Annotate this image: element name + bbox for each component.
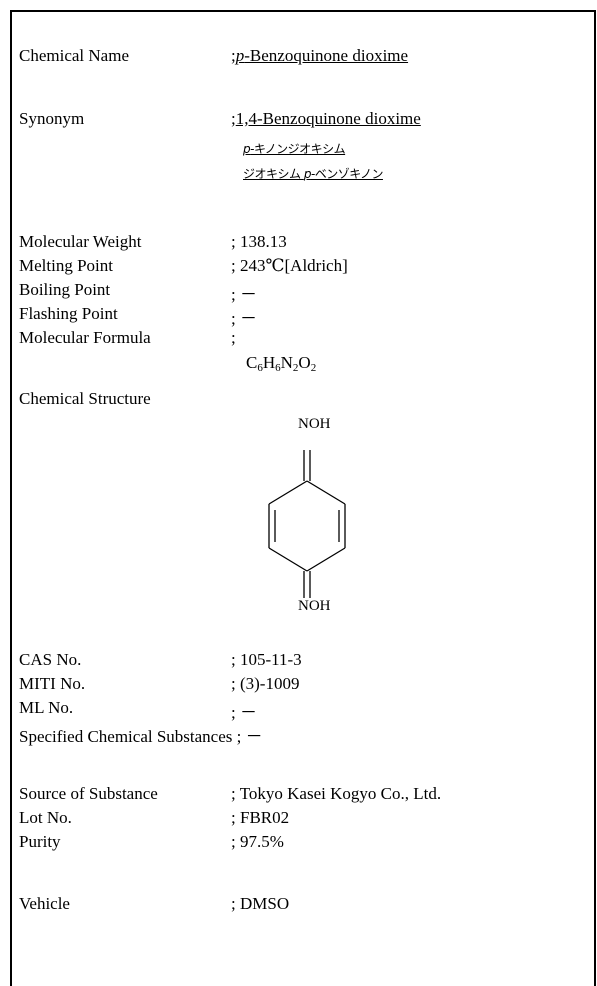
synonym-line-3-text: -ベンゾキノン <box>310 167 384 181</box>
chemical-name-label: Chemical Name <box>19 46 129 65</box>
cas-no-label: CAS No. <box>19 650 82 669</box>
formula-o: O <box>298 353 311 372</box>
flashing-point-separator: ; <box>231 309 236 328</box>
molecular-formula-separator: ; <box>231 328 236 347</box>
synonym-line-3-start: ジオキシム <box>243 167 304 181</box>
flashing-point-value: ; － <box>231 304 257 329</box>
formula-o-count: 2 <box>310 362 317 374</box>
lot-no-value: ; FBR02 <box>231 808 289 828</box>
boiling-point-separator: ; <box>231 285 236 304</box>
lot-no-label: Lot No. <box>19 808 72 827</box>
molecular-weight-label: Molecular Weight <box>19 232 142 251</box>
synonym-line-3-prefix: p <box>303 167 312 181</box>
melting-point-value: ; 243℃[Aldrich] <box>231 256 348 276</box>
chemical-name-value: ;p-Benzoquinone dioxime <box>231 46 408 66</box>
melting-point-separator: ; <box>231 256 236 275</box>
vehicle-separator: ; <box>231 894 236 913</box>
lot-no-text: FBR02 <box>239 808 290 827</box>
chemical-name-text: -Benzoquinone dioxime <box>244 46 409 65</box>
purity-separator: ; <box>231 832 236 851</box>
purity-text: 97.5% <box>239 832 284 851</box>
vehicle-label: Vehicle <box>19 894 70 913</box>
source-separator: ; <box>231 784 236 803</box>
specified-substances-row: Specified Chemical Substances ; － <box>19 722 263 747</box>
source-text: Tokyo Kasei Kogyo Co., Ltd. <box>239 784 442 803</box>
cas-no-value: ; 105-11-3 <box>231 650 302 670</box>
ring-bond-lower-left <box>268 547 308 572</box>
cas-no-text: 105-11-3 <box>239 650 302 669</box>
ml-no-text: － <box>239 703 257 722</box>
chemical-structure-diagram <box>268 450 346 598</box>
synonym-label: Synonym <box>19 109 85 128</box>
structure-top-group: NOH <box>298 416 331 432</box>
vehicle-value: ; DMSO <box>231 894 289 914</box>
lot-no-separator: ; <box>231 808 236 827</box>
formula-n: N <box>280 353 293 372</box>
molecular-weight-value: ; 138.13 <box>231 232 287 252</box>
synonym-line-2-prefix: p <box>243 142 251 156</box>
melting-point-text: 243℃[Aldrich] <box>239 256 348 275</box>
miti-no-value: ; (3)-1009 <box>231 674 299 694</box>
structure-bottom-group: NOH <box>298 598 331 614</box>
boiling-point-label: Boiling Point <box>19 280 111 299</box>
ml-no-label: ML No. <box>19 698 74 717</box>
ring-bond-upper-left <box>268 480 308 505</box>
purity-value: ; 97.5% <box>231 832 284 852</box>
ml-no-value: ; － <box>231 698 257 723</box>
ml-no-separator: ; <box>231 703 236 722</box>
specified-substances-separator: ; <box>236 727 242 746</box>
flashing-point-label: Flashing Point <box>19 304 118 323</box>
boiling-point-value: ; － <box>231 280 257 305</box>
flashing-point-text: － <box>239 309 257 328</box>
synonym-line-2-text: -キノンジオキシム <box>250 142 346 156</box>
specified-substances-value: － <box>245 727 263 746</box>
purity-label: Purity <box>19 832 61 851</box>
molecular-weight-separator: ; <box>231 232 236 251</box>
miti-no-label: MITI No. <box>19 674 86 693</box>
molecular-formula-value: C6H6N2O2 <box>246 353 316 374</box>
miti-no-separator: ; <box>231 674 236 693</box>
formula-n-count: 2 <box>292 362 299 374</box>
miti-no-text: (3)-1009 <box>239 674 300 693</box>
ring-bond-upper-right <box>306 480 346 505</box>
document-frame <box>10 10 596 986</box>
formula-h: H <box>262 353 276 372</box>
synonym-line-1: ;1,4-Benzoquinone dioxime <box>231 109 421 129</box>
chemical-name-prefix: p <box>235 46 245 65</box>
boiling-point-text: － <box>239 285 257 304</box>
vehicle-text: DMSO <box>239 894 290 913</box>
ring-bond-lower-right <box>306 547 346 572</box>
cas-no-separator: ; <box>231 650 236 669</box>
molecular-formula-label: Molecular Formula <box>19 328 151 347</box>
synonym-text-1: 1,4-Benzoquinone dioxime <box>235 109 421 128</box>
formula-h-count: 6 <box>275 362 281 374</box>
synonym-line-2: p-キノンジオキシム <box>243 138 346 158</box>
synonym-separator: ; <box>231 109 236 128</box>
molecular-weight-text: 138.13 <box>239 232 287 251</box>
synonym-line-3: ジオキシム p-ベンゾキノン <box>243 163 383 183</box>
chemical-name-separator: ; <box>231 46 236 65</box>
source-value: ; Tokyo Kasei Kogyo Co., Ltd. <box>231 784 441 804</box>
melting-point-label: Melting Point <box>19 256 113 275</box>
formula-c-count: 6 <box>257 362 263 374</box>
source-label: Source of Substance <box>19 784 158 803</box>
formula-c: C <box>246 353 258 372</box>
specified-substances-label: Specified Chemical Substances <box>19 727 233 746</box>
chemical-structure-label: Chemical Structure <box>19 389 151 408</box>
